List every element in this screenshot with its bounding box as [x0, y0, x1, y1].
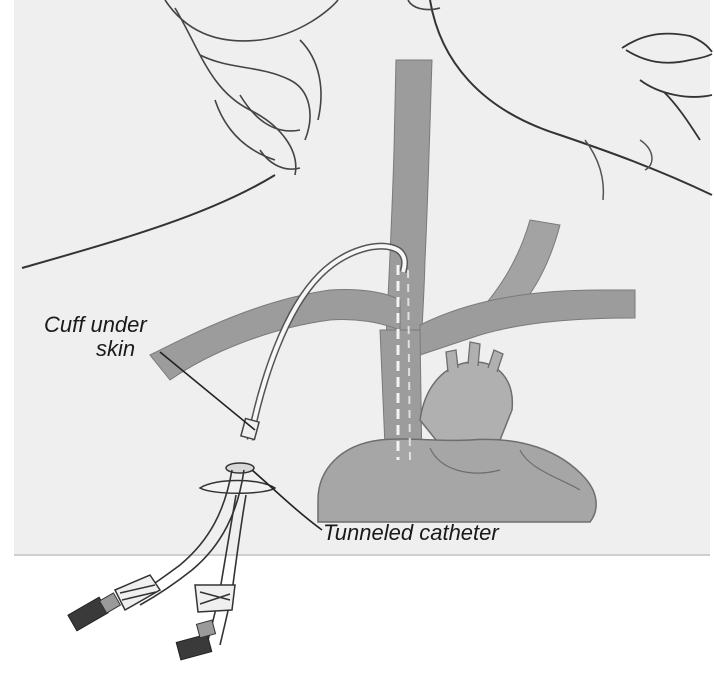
luer-connectors — [68, 593, 216, 660]
catheter-clamps — [115, 575, 235, 612]
exit-site — [226, 463, 254, 473]
cuff-under-skin-label: Cuff under — [44, 313, 147, 337]
cuff-under-skin-label-line2: skin — [96, 337, 135, 361]
tunneled-catheter-label: Tunneled catheter — [323, 521, 499, 545]
